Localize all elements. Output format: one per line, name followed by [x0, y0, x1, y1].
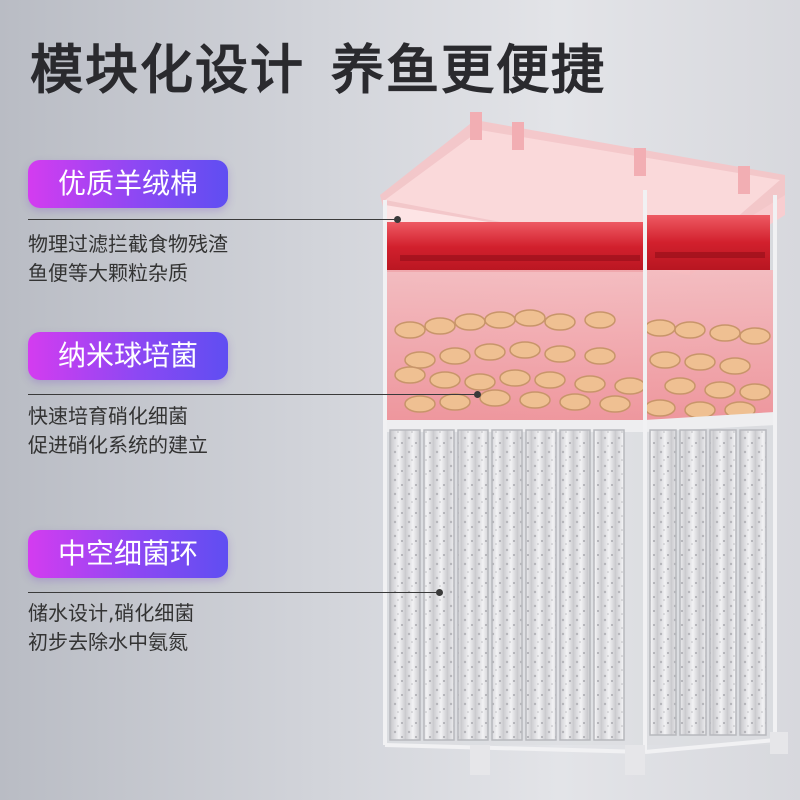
layer-label-cotton: 优质羊绒棉: [28, 160, 228, 208]
desc-line: 鱼便等大颗粒杂质: [28, 261, 188, 285]
leader-line-cotton: [28, 216, 401, 223]
leader-line-bacteria-rings: [28, 589, 443, 596]
desc-line: 快速培育硝化细菌: [28, 404, 188, 428]
desc-line: 物理过滤拦截食物残渣: [28, 232, 228, 256]
desc-line: 储水设计,硝化细菌: [28, 601, 195, 625]
headline-part2: 养鱼更便捷: [331, 40, 606, 101]
desc-line: 初步去除水中氨氮: [28, 630, 188, 654]
leader-line-nano-balls: [28, 391, 481, 398]
headline-part1: 模块化设计: [30, 40, 305, 101]
layer-desc-nano-balls: 快速培育硝化细菌 促进硝化系统的建立: [28, 402, 208, 460]
layer-desc-bacteria-rings: 储水设计,硝化细菌 初步去除水中氨氮: [28, 599, 194, 657]
desc-line: 促进硝化系统的建立: [28, 433, 208, 457]
headline: 模块化设计养鱼更便捷: [30, 28, 606, 104]
layer-desc-cotton: 物理过滤拦截食物残渣 鱼便等大颗粒杂质: [28, 230, 228, 288]
layer-label-nano-balls: 纳米球培菌: [28, 332, 228, 380]
layer-label-bacteria-rings: 中空细菌环: [28, 530, 228, 578]
